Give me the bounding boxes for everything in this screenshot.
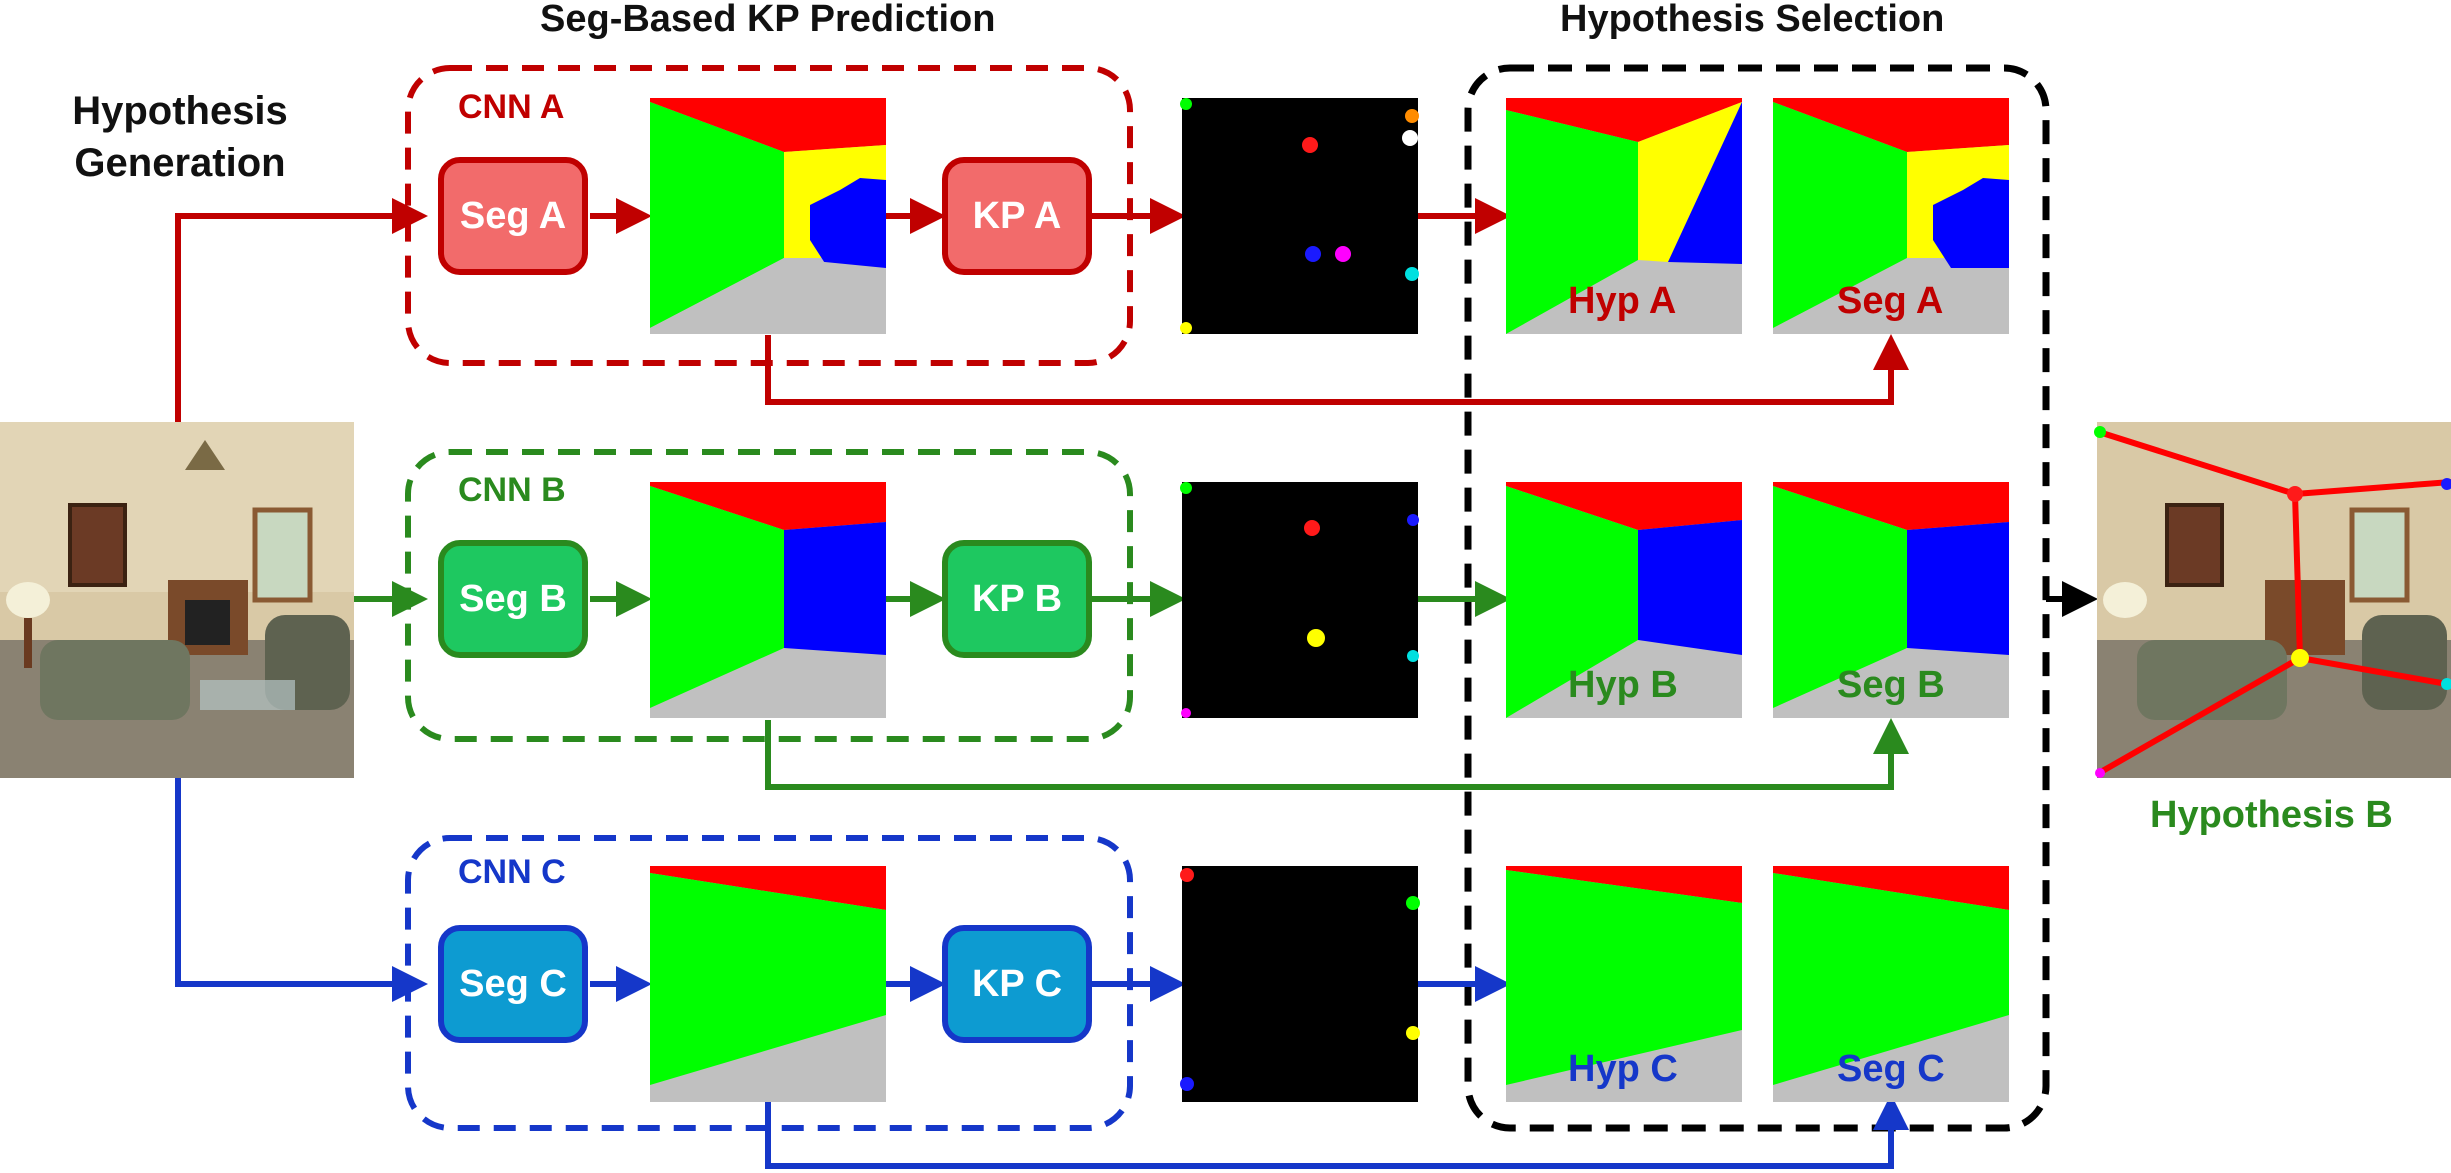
seg-check-c-label: Seg C: [1837, 1048, 1945, 1090]
hyp-image-b: [1506, 482, 1742, 718]
cnn-b-label: CNN B: [458, 471, 566, 509]
kp-a-node: KP A: [942, 157, 1092, 275]
result-label: Hypothesis B: [2150, 794, 2393, 836]
hyp-c-label: Hyp C: [1568, 1048, 1678, 1090]
cnn-a-label: CNN A: [458, 88, 565, 126]
cnn-b-box: [405, 449, 1133, 742]
seg-check-b: [1773, 482, 2009, 718]
heading-seg-based-kp-prediction: Seg-Based KP Prediction: [540, 0, 996, 40]
seg-a-node: Seg A: [438, 157, 588, 275]
heading-hypothesis-generation: Hypothesis Generation: [72, 89, 288, 185]
seg-check-a: [1773, 98, 2009, 334]
row-arrows: [590, 198, 2098, 1169]
seg-check-c: [1773, 866, 2009, 1102]
kp-c-node: KP C: [942, 925, 1092, 1043]
seg-check-a-label: Seg A: [1837, 280, 1944, 322]
kp-map-b: [1180, 482, 1419, 718]
kp-map-c: [1180, 866, 1420, 1102]
kp-b-node: KP B: [942, 540, 1092, 658]
seg-check-b-label: Seg B: [1837, 664, 1945, 706]
kp-map-a: [1180, 98, 1419, 334]
hyp-image-c: [1506, 866, 1742, 1102]
hyp-a-label: Hyp A: [1568, 280, 1677, 322]
seg-c-node: Seg C: [438, 925, 588, 1043]
output-layout-photo: [2094, 422, 2451, 778]
seg-map-b: [650, 482, 886, 718]
input-room-photo: [0, 422, 354, 778]
seg-map-c: [650, 866, 886, 1102]
heading-hypothesis-selection: Hypothesis Selection: [1560, 0, 1945, 40]
seg-b-node: Seg B: [438, 540, 588, 658]
seg-map-a: [650, 98, 886, 334]
hyp-b-label: Hyp B: [1568, 664, 1678, 706]
hyp-image-a: [1506, 98, 1742, 334]
cnn-c-label: CNN C: [458, 853, 566, 891]
